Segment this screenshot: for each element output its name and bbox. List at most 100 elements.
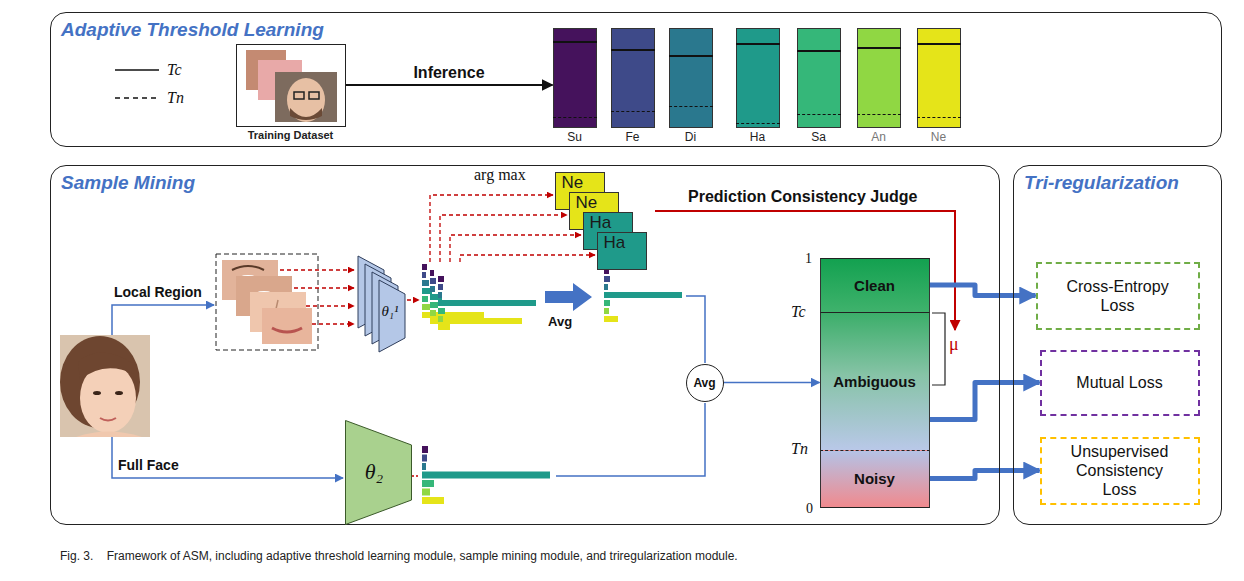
bar-fill (917, 28, 961, 128)
class-label: Di (669, 130, 713, 144)
class-label: Ne (917, 130, 961, 144)
legend-line (115, 97, 159, 99)
clean-threshold (797, 50, 841, 52)
mouth (100, 418, 116, 421)
label-holder: Tc (791, 303, 806, 321)
dashed-arrow (306, 305, 354, 306)
hist-bar (438, 284, 443, 290)
hist-bar (604, 308, 609, 314)
module-panel: Adaptive Threshold LearningTraining Data… (50, 12, 1222, 147)
hist-bar (422, 280, 429, 286)
clean-threshold (917, 43, 961, 45)
hist-bar (422, 455, 427, 462)
clean-threshold (553, 41, 597, 43)
hist-bar (430, 270, 434, 276)
hist-bar (422, 463, 426, 470)
noisy-threshold (669, 106, 713, 107)
class-label: Ha (736, 130, 780, 144)
loss-box: Unsupervised Consistency Loss (1040, 437, 1200, 505)
legend-row: Tn (115, 84, 184, 112)
legend-sample (115, 93, 159, 103)
photo-ground (60, 335, 150, 437)
class-label: Ha (584, 213, 632, 232)
class-label: Sa (797, 130, 841, 144)
hist-bar (422, 272, 426, 278)
fringe (78, 352, 134, 380)
hist-bar (422, 264, 427, 270)
argmax-arrow (450, 235, 581, 262)
hist-bar (430, 286, 435, 292)
hist-bar (422, 497, 444, 504)
noisy-threshold (736, 123, 780, 124)
image-caption: Training Dataset (237, 129, 345, 141)
dashed-arrow (280, 269, 354, 270)
mouth (272, 328, 302, 332)
clean-threshold (611, 49, 655, 51)
image-box: Training Dataset (236, 44, 346, 127)
eye (93, 391, 101, 395)
class-label: Su (553, 130, 597, 144)
hist-bar (604, 300, 610, 306)
hist-bar (430, 302, 438, 308)
hist-bar (430, 278, 436, 284)
dashed-arrow (312, 323, 354, 324)
score-band: Clean (820, 258, 930, 313)
face-photo (275, 72, 337, 122)
average-node: Avg (686, 364, 724, 402)
branch-label: Full Face (118, 457, 179, 473)
hist-bar (604, 284, 608, 290)
legend-text: Tn (167, 89, 184, 107)
label-holder: 1 (805, 249, 812, 267)
label-holder: Avg (548, 312, 572, 330)
class-label: An (857, 130, 901, 144)
prediction-card: Ha (597, 232, 647, 270)
bar-fill (669, 28, 713, 128)
label-holder: arg max (474, 166, 526, 184)
glasses (309, 92, 319, 99)
global-histogram (422, 446, 550, 504)
figure-caption: Fig. 3. Framework of ASM, including adap… (60, 549, 738, 563)
legend-row: Tc (115, 56, 184, 84)
node-label: Avg (693, 376, 715, 390)
caption-holder: Fig. 3. Framework of ASM, including adap… (60, 546, 738, 564)
connector (930, 383, 1040, 420)
module-panel: Tri-regularizationCross-Entropy LossMutu… (1013, 165, 1222, 525)
score-band: Ambiguous (820, 313, 930, 450)
axis-value: 0 (806, 501, 813, 516)
face (287, 78, 325, 122)
network-label: θ₂ (365, 459, 383, 485)
label-holder: Prediction Consistency Judge (688, 188, 917, 206)
crop (262, 308, 312, 344)
panel-title: Adaptive Threshold Learning (61, 19, 324, 41)
beard (290, 108, 322, 120)
average-histogram (604, 268, 682, 322)
hist-bar (438, 276, 444, 282)
score-band: Noisy (820, 450, 930, 508)
threshold-bar: Fe (611, 28, 655, 144)
hist-bar (438, 300, 536, 306)
label-holder: μ (949, 334, 959, 355)
legend-line (115, 69, 159, 71)
connector (346, 84, 553, 86)
input-face (60, 335, 150, 437)
bar-fill (611, 28, 655, 128)
hist-bar (438, 316, 443, 322)
local-region-box (216, 254, 318, 350)
local-histograms (422, 264, 536, 330)
threshold-bar: Su (553, 28, 597, 144)
hist-bar (604, 292, 682, 298)
hist-bar (422, 296, 428, 302)
threshold-bar: Ne (917, 28, 961, 144)
class-label: Ha (598, 233, 646, 252)
clean-threshold (669, 55, 713, 57)
branch-label: Local Region (114, 284, 202, 300)
threshold-label: Tn (791, 440, 808, 457)
loss-label: Cross-Entropy Loss (1053, 277, 1183, 315)
loss-label: Mutual Loss (1076, 373, 1162, 392)
threshold-label: Tc (791, 303, 806, 320)
hist-bar (604, 276, 610, 282)
crop-arrows (280, 195, 595, 324)
symbol-label: μ (949, 334, 959, 354)
